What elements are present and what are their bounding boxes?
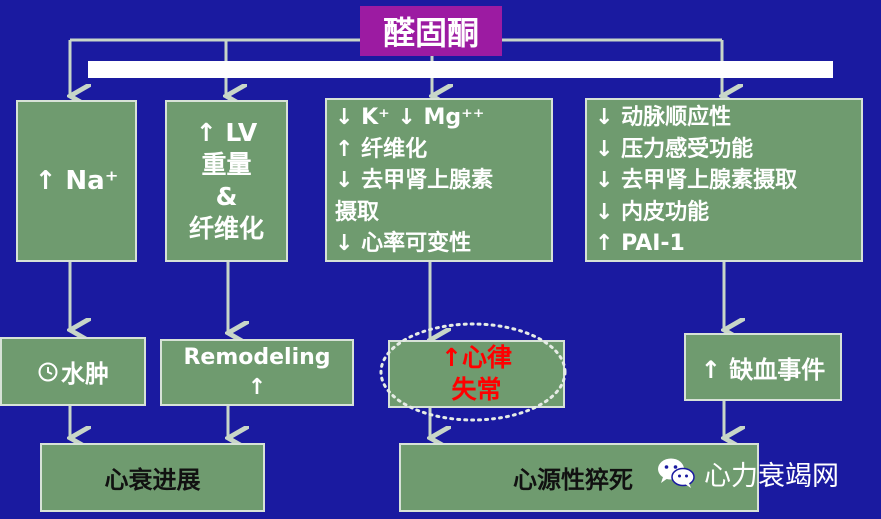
electrolytes-line: 摄取 <box>335 199 380 225</box>
electrolytes-line: ↓ 去甲肾上腺素 <box>335 168 494 193</box>
vascular-line: ↓ 动脉顺应性 <box>595 105 732 130</box>
edema-text: 水肿 <box>61 360 109 388</box>
vascular-box: ↓ 动脉顺应性 ↓ 压力感受功能 ↓ 去甲肾上腺素摄取 ↓ 内皮功能 ↑ PAI… <box>585 98 863 262</box>
aldosterone-title: 醛固酮 <box>360 6 502 56</box>
remodeling-line: Remodeling <box>183 344 331 370</box>
clock-icon <box>38 362 58 381</box>
arrhythmia-box: ↑心律 失常 <box>388 340 565 408</box>
vascular-line: ↑ PAI-1 <box>595 231 685 256</box>
heart-failure-box: 心衰进展 <box>40 443 265 512</box>
vascular-line: ↓ 压力感受功能 <box>595 136 754 162</box>
watermark: 心力衰竭网 <box>656 450 866 496</box>
remodeling-box: Remodeling ↑ <box>160 339 354 406</box>
electrolytes-line: ↓ 心率可变性 <box>335 231 472 256</box>
watermark-text: 心力衰竭网 <box>704 460 839 492</box>
heart-failure-text: 心衰进展 <box>104 466 201 494</box>
vascular-line: ↓ 去甲肾上腺素摄取 <box>595 168 798 193</box>
lv-box: ↑ LV 重量 & 纤维化 <box>165 100 288 262</box>
sudden-death-text: 心源性猝死 <box>513 466 633 494</box>
wechat-icon <box>658 458 695 488</box>
electrolytes-line: ↑ 纤维化 <box>335 136 428 162</box>
electrolytes-box: ↓ K⁺ ↓ Mg⁺⁺ ↑ 纤维化 ↓ 去甲肾上腺素 摄取 ↓ 心率可变性 <box>325 98 553 262</box>
lv-line: & <box>215 182 238 211</box>
vascular-line: ↓ 内皮功能 <box>595 199 710 225</box>
arrhythmia-line: 失常 <box>451 375 502 404</box>
sudden-death-box: 心源性猝死 <box>399 443 759 512</box>
remodeling-line: ↑ <box>247 374 267 400</box>
lv-line: 重量 <box>201 150 252 179</box>
electrolytes-line: ↓ K⁺ ↓ Mg⁺⁺ <box>335 105 485 130</box>
lv-line: ↑ LV <box>195 118 258 147</box>
edema-box: 水肿 <box>0 337 146 406</box>
ischemia-box: ↑ 缺血事件 <box>684 333 842 401</box>
ischemia-text: ↑ 缺血事件 <box>700 355 826 384</box>
sodium-box: ↑ Na⁺ <box>16 100 137 262</box>
sodium-text: ↑ Na⁺ <box>34 166 119 196</box>
arrhythmia-line: ↑心律 <box>441 343 512 372</box>
lv-line: 纤维化 <box>188 214 264 243</box>
white-divider-bar <box>88 61 833 78</box>
